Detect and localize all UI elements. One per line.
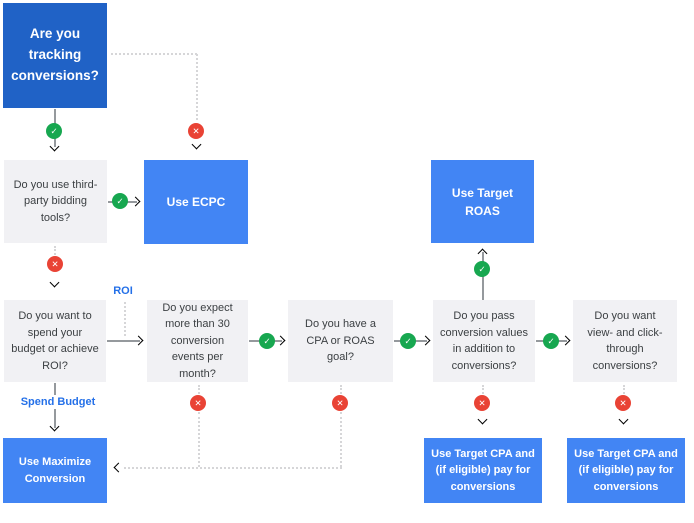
connector-cpagoal-no-vertical (340, 412, 342, 467)
connector-thirdparty-no-stub (54, 246, 56, 255)
yes-check-icon: ✓ (543, 333, 559, 349)
edge-label-roi: ROI (106, 284, 140, 298)
arrowhead-to-ecpc-icon (191, 139, 202, 150)
node-tracking-conversions: Are you tracking conversions? (3, 3, 107, 108)
no-cross-icon: ✕ (332, 395, 348, 411)
connector-roi-label-stub (124, 302, 126, 336)
connector-thirtyevents-no-vertical (198, 412, 200, 467)
arrowhead-to-passvalues-icon (420, 335, 431, 346)
arrowhead-to-targetroas-icon (477, 248, 488, 259)
connector-spendroi-roi (107, 340, 140, 342)
connector-tracking-no-vertical (196, 54, 198, 120)
connector-viewclick-no-stub (623, 385, 625, 394)
connector-tracking-no-horizontal (111, 53, 197, 55)
node-third-party-tools: Do you use third-party bidding tools? (4, 160, 107, 243)
connector-thirtyevents-no-stub (198, 385, 200, 394)
arrowhead-to-thirtyevents-icon (133, 335, 144, 346)
node-pass-conversion-values: Do you pass conversion values in additio… (433, 300, 535, 382)
yes-check-icon: ✓ (474, 261, 490, 277)
no-cross-icon: ✕ (47, 256, 63, 272)
no-cross-icon: ✕ (190, 395, 206, 411)
yes-check-icon: ✓ (112, 193, 128, 209)
connector-no-to-maximize-horizontal (124, 467, 342, 469)
node-spend-or-roi: Do you want to spend your budget or achi… (4, 300, 106, 382)
node-use-maximize-conversion: Use Maximize Conversion (3, 438, 107, 503)
node-use-ecpc: Use ECPC (144, 160, 248, 244)
node-thirty-conversion-events: Do you expect more than 30 conversion ev… (147, 300, 248, 382)
arrowhead-to-spendroi-icon (49, 277, 60, 288)
arrowhead-to-maximize-icon (113, 462, 124, 473)
yes-check-icon: ✓ (400, 333, 416, 349)
node-cpa-roas-goal: Do you have a CPA or ROAS goal? (288, 300, 393, 382)
yes-check-icon: ✓ (259, 333, 275, 349)
arrowhead-to-targetcpa1-icon (477, 414, 488, 425)
arrowhead-to-maximize2-icon (49, 421, 60, 432)
arrowhead-to-viewclick-icon (560, 335, 571, 346)
node-use-target-roas: Use Target ROAS (431, 160, 534, 243)
arrowhead-to-thirdparty-icon (49, 141, 60, 152)
no-cross-icon: ✕ (474, 395, 490, 411)
no-cross-icon: ✕ (615, 395, 631, 411)
no-cross-icon: ✕ (188, 123, 204, 139)
node-use-target-cpa-2: Use Target CPA and (if eligible) pay for… (567, 438, 685, 503)
node-view-click-conversions: Do you want view- and click-through conv… (573, 300, 677, 382)
arrowhead-to-ecpc2-icon (130, 196, 141, 207)
arrowhead-to-targetcpa2-icon (618, 414, 629, 425)
arrowhead-to-cpagoal-icon (275, 335, 286, 346)
node-use-target-cpa-1: Use Target CPA and (if eligible) pay for… (424, 438, 542, 503)
yes-check-icon: ✓ (46, 123, 62, 139)
edge-label-spend-budget: Spend Budget (14, 395, 102, 409)
connector-cpagoal-no-stub (340, 385, 342, 394)
connector-passvalues-no-stub (482, 385, 484, 394)
